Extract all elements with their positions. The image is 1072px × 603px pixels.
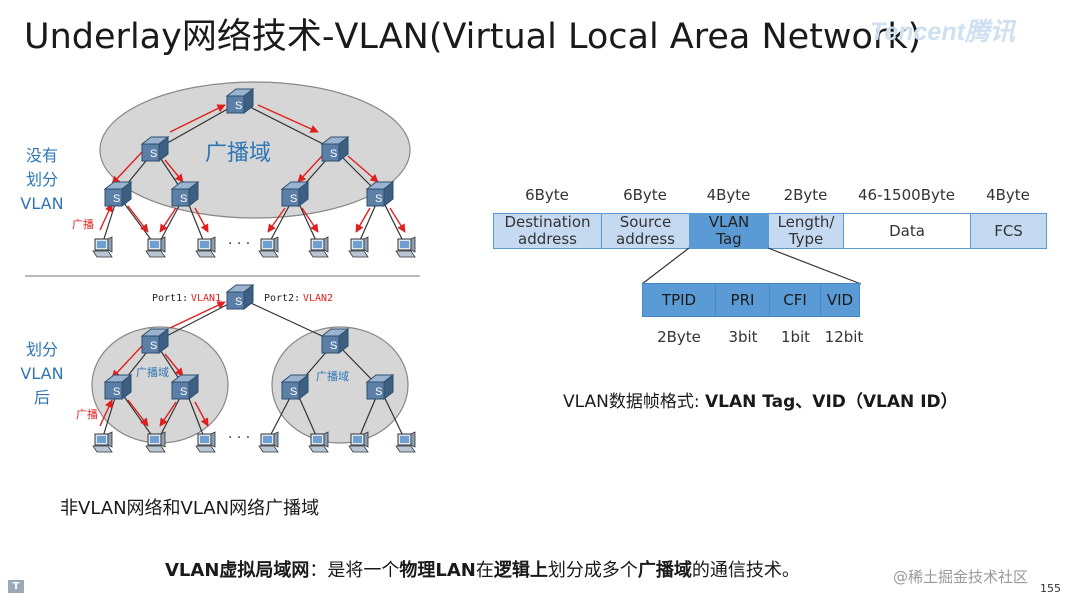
svg-text:S: S (290, 386, 297, 398)
svg-text:S: S (375, 193, 382, 205)
watermark: @稀土掘金技术社区 (893, 568, 1029, 586)
vlan-tag-subfields: TPID PRI CFI VID (642, 283, 860, 317)
switch-icon: S (104, 181, 132, 207)
no-vlan-label: 没有 划分 VLAN (20, 146, 64, 213)
broadcast-tag-top: 广播 (72, 217, 94, 231)
switch-icon: S (366, 374, 394, 400)
slide-title: Underlay网络技术-VLAN(Virtual Local Area Net… (24, 17, 922, 57)
svg-text:S: S (235, 100, 242, 112)
switch-icon: S (321, 136, 349, 162)
switch-icon: S (281, 374, 309, 400)
tag-field-pri: PRI (715, 283, 770, 317)
page-number: 155 (1040, 582, 1061, 595)
svg-text:S: S (290, 193, 297, 205)
vlan-definition: VLAN虚拟局域网：是将一个物理LAN在逻辑上划分成多个广播域的通信技术。 (165, 560, 800, 581)
broadcast-domain-diagram: S S S S S S S · · · 广播域 广播 (25, 81, 420, 453)
svg-text:S: S (180, 193, 187, 205)
ellipsis: · · · (228, 236, 250, 252)
tencent-logo: Tencent腾讯 (870, 18, 1015, 46)
switch-icon: S (321, 328, 349, 354)
svg-text:S: S (150, 340, 157, 352)
broadcast-domain-small-1: 广播域 (136, 365, 169, 379)
corner-logo-icon: T (8, 580, 24, 593)
svg-text:S: S (180, 386, 187, 398)
broadcast-domain-small-2: 广播域 (316, 369, 349, 383)
switch-icon: S (141, 328, 169, 354)
broadcast-domain-label: 广播域 (205, 141, 271, 166)
frame-format-caption: VLAN数据帧格式: VLAN Tag、VID（VLAN ID） (563, 392, 958, 412)
ellipsis: · · · (228, 430, 250, 446)
switch-icon: S (104, 374, 132, 400)
svg-text:S: S (375, 386, 382, 398)
svg-text:S: S (330, 340, 337, 352)
frame-field-length-type: Length/Type (768, 213, 844, 249)
switch-icon: S (226, 284, 254, 310)
tag-field-cfi: CFI (769, 283, 821, 317)
vlan1-label: VLAN1 (191, 293, 221, 304)
after-vlan-label: 划分 VLAN 后 (20, 340, 64, 407)
switch-icon: S (141, 136, 169, 162)
svg-text:S: S (150, 148, 157, 160)
svg-text:S: S (235, 296, 242, 308)
frame-field-fcs: FCS (970, 213, 1047, 249)
port1-label: Port1: (152, 293, 188, 304)
left-diagram-caption: 非VLAN网络和VLAN网络广播域 (60, 498, 320, 519)
broadcast-tag-bottom: 广播 (76, 407, 98, 421)
frame-field-data: Data (843, 213, 971, 249)
switch-icon: S (171, 374, 199, 400)
switch-icon: S (226, 88, 254, 114)
vlan2-label: VLAN2 (303, 293, 333, 304)
tag-field-tpid: TPID (642, 283, 716, 317)
tag-field-vid: VID (820, 283, 860, 317)
svg-text:S: S (330, 148, 337, 160)
switch-icon: S (281, 181, 309, 207)
port2-label: Port2: (264, 293, 300, 304)
svg-text:S: S (113, 193, 120, 205)
switch-icon: S (171, 181, 199, 207)
switch-icon: S (366, 181, 394, 207)
svg-text:S: S (113, 386, 120, 398)
